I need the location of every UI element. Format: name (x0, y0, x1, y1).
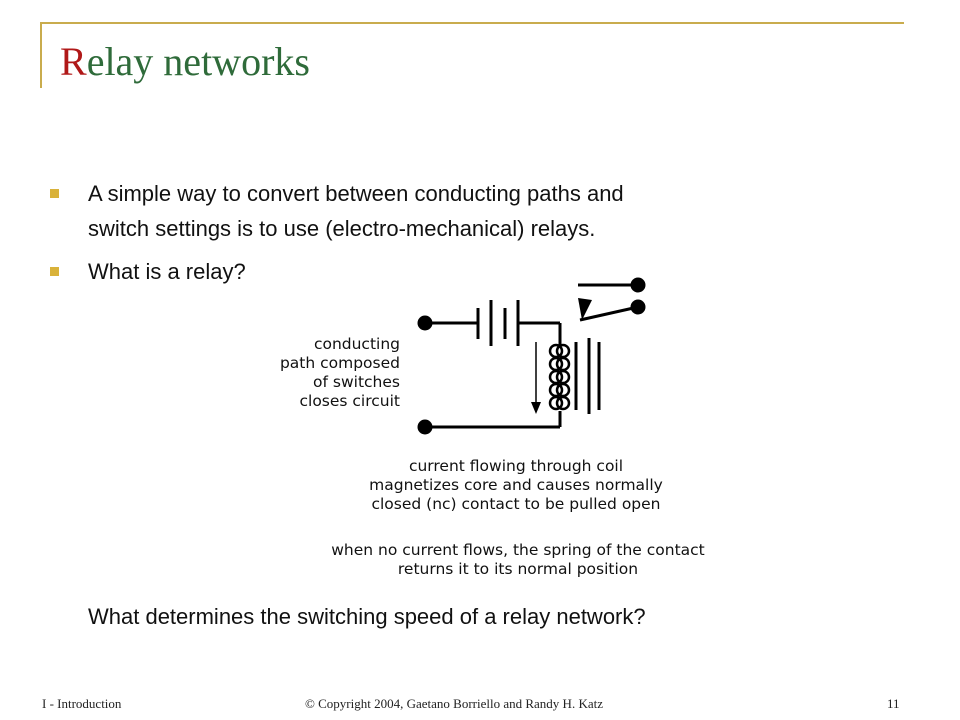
coil-label-line-2: magnetizes core and causes normally (369, 476, 663, 494)
footer-left: I - Introduction (42, 696, 122, 711)
contact-terminal-upper (630, 277, 646, 293)
bullet-1-line-1: A simple way to convert between conducti… (88, 181, 624, 206)
bullet-marker-2 (50, 267, 59, 276)
bullet-2-line-1: What is a relay? (88, 259, 246, 284)
coil-label: current flowing through coil magnetizes … (316, 457, 716, 514)
coil-label-line-3: closed (nc) contact to be pulled open (371, 495, 661, 513)
spring-label: when no current flows, the spring of the… (268, 541, 768, 579)
title-rest: elay networks (86, 39, 310, 84)
coil-loop-9 (548, 395, 564, 411)
frame-top-rule (40, 22, 904, 24)
contact-pull-arrow (578, 298, 592, 320)
frame-left-rule (40, 22, 42, 88)
conducting-path-label-line-3: of switches (313, 373, 400, 391)
conducting-path-label: conducting path composed of switches clo… (230, 335, 400, 411)
spring-label-line-1: when no current flows, the spring of the… (331, 541, 705, 559)
bullet-1-line-2: switch settings is to use (electro-mecha… (88, 216, 596, 241)
bullet-1: A simple way to convert between conducti… (88, 176, 624, 246)
bullet-2: What is a relay? (88, 254, 246, 289)
coil-label-line-1: current flowing through coil (408, 457, 624, 475)
terminal-bottom-left (417, 419, 433, 435)
conducting-path-label-line-2: path composed (279, 354, 400, 372)
contact-terminal-lower (630, 299, 646, 315)
slide-title: Relay networks (60, 38, 310, 85)
contact-arm (579, 305, 639, 322)
title-first-letter: R (60, 39, 87, 84)
coil (548, 343, 571, 411)
conducting-path-label-line-4: closes circuit (299, 392, 400, 410)
page-number: 11 (887, 696, 900, 711)
spring-label-line-2: returns it to its normal position (397, 560, 639, 578)
terminal-top-left (417, 315, 433, 331)
footer-center: © Copyright 2004, Gaetano Borriello and … (305, 696, 603, 711)
bullet-marker-1 (50, 189, 59, 198)
question-text: What determines the switching speed of a… (88, 604, 646, 629)
current-arrow-head (531, 402, 541, 414)
coil-loop-10 (555, 395, 571, 411)
conducting-path-label-line-1: conducting (313, 335, 400, 353)
